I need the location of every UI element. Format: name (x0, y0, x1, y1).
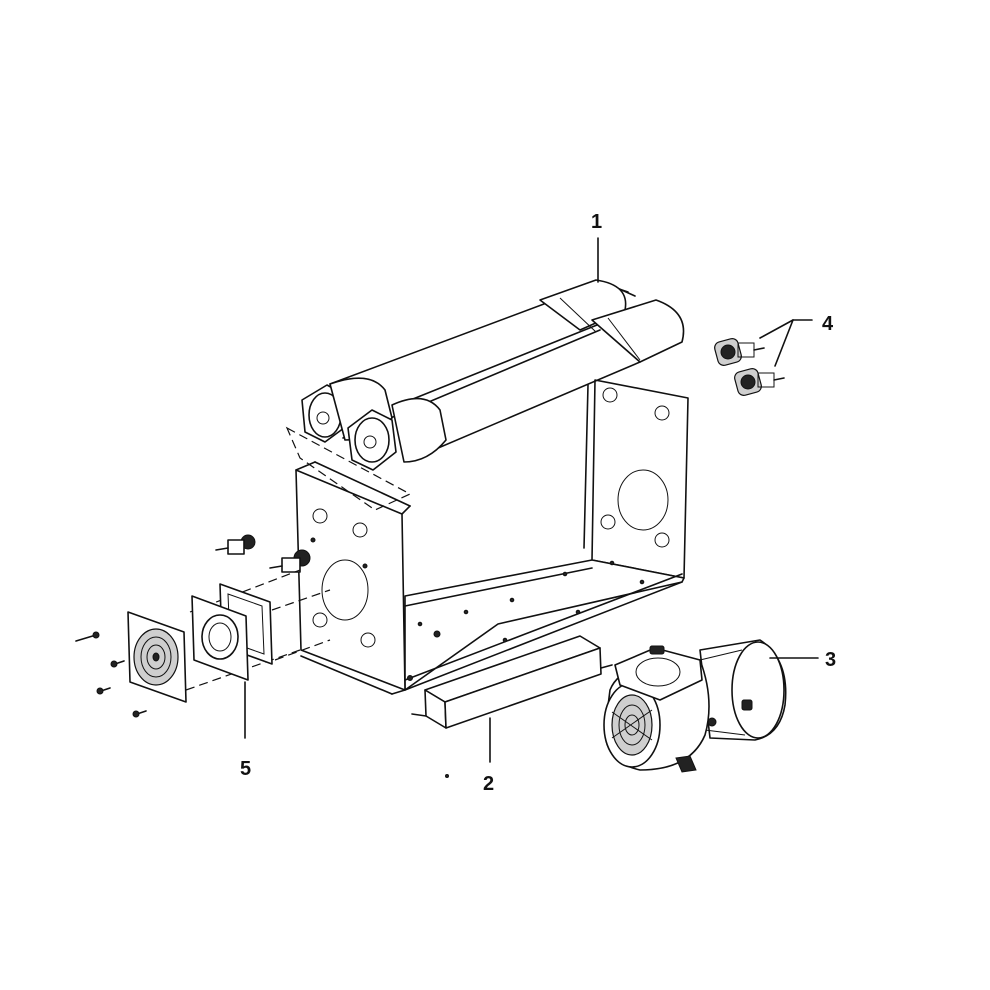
lamp-pair (285, 279, 685, 511)
lamp-socket-pair (714, 338, 785, 396)
chassis-frame (295, 379, 689, 695)
fan-assembly (75, 569, 331, 718)
callout-2: 2 (483, 773, 494, 795)
callout-5: 5 (240, 758, 251, 780)
callout-3: 3 (825, 649, 836, 671)
callout-4-leader-b (774, 319, 794, 367)
callout-4: 4 (822, 313, 834, 335)
side-socket-pair (215, 534, 311, 573)
callout-4-leader-a (759, 319, 794, 339)
ballast (411, 635, 613, 778)
blower-motor (603, 639, 787, 773)
callout-1: 1 (591, 211, 602, 233)
